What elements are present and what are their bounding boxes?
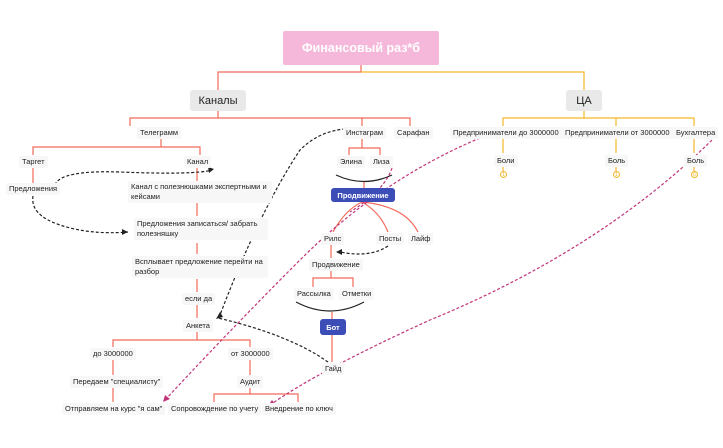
node-instagram: Инстаграм (343, 127, 387, 139)
pain-marker-1: 1 (500, 171, 507, 178)
node-vsplyvaet: Всплывает предложение перейти на разбор (132, 256, 268, 278)
node-soprovozhdenie: Сопровождение по учету (168, 403, 262, 415)
node-telegram: Телеграмм (137, 127, 182, 139)
node-boli: Боли (494, 155, 518, 167)
diagram-title: Финансовый раз*б (283, 31, 439, 65)
node-liza: Лиза (370, 156, 393, 168)
node-esli-da: если да (182, 293, 216, 305)
ot-branch-line (213, 359, 299, 402)
node-peredaem: Передаем "специалисту" (70, 376, 164, 388)
node-target: Таргет (19, 156, 48, 168)
node-rassylka: Рассылка (294, 288, 334, 300)
predlozheniya-loop-arrow (32, 195, 129, 234)
node-pr-ot: Предприниматели от 3000000 (562, 127, 673, 139)
node-pr-do: Предприниматели до 3000000 (450, 127, 562, 139)
node-otmetki: Отметки (339, 288, 375, 300)
pill-prodvizhenie: Продвижение (331, 188, 395, 202)
telegram-branch-line (32, 138, 201, 155)
instagram-branch-line (348, 138, 381, 155)
node-buh: Бухгалтера (673, 127, 719, 139)
buh-to-support-arrow (269, 139, 713, 406)
node-elina: Элина (337, 156, 366, 168)
prodvizhenie-branch-line (312, 270, 354, 287)
sarafan-to-course-arrow (164, 137, 481, 401)
node-vnedrenie: Внедрение по ключ (262, 403, 336, 415)
node-gaid: Гайд (322, 363, 345, 375)
node-prodvizhenie: Продвижение (309, 259, 363, 271)
node-rils: Рилс (321, 233, 345, 245)
node-do-3000000: до 3000000 (90, 348, 136, 360)
node-audit: Аудит (237, 376, 264, 388)
node-laif: Лайф (408, 233, 434, 245)
node-predlozheniya-zapisatsya: Предложения записаться/ забрать полезняш… (134, 218, 268, 240)
gaid-to-anketa-arrow (217, 317, 329, 363)
node-bol-1: Боль (605, 155, 629, 167)
title-to-ca-line (361, 71, 585, 90)
arrowhead-4 (336, 249, 342, 255)
elina-liza-brace (335, 174, 393, 183)
node-ot-3000000: от 3000000 (228, 348, 273, 360)
title-to-channels-line (217, 65, 362, 90)
channels-branch-line (129, 111, 411, 126)
pain-marker-2: 1 (613, 171, 620, 178)
node-kanal-cases: Канал с полезнюшками экспертными и кейса… (128, 181, 272, 203)
node-sarafan: Сарафан (394, 127, 433, 139)
arrowhead-2 (208, 167, 214, 173)
node-predlozheniya: Предложения (6, 183, 61, 195)
arrowhead-1 (122, 229, 128, 235)
section-ca: ЦА (566, 90, 602, 111)
rassylka-otmetki-brace (295, 301, 365, 312)
ca-branch-line (502, 111, 695, 126)
section-channels: Каналы (190, 90, 246, 111)
ca-children-line (502, 138, 695, 171)
node-kanal: Канал (184, 156, 212, 168)
instagram-to-anketa-arrow (219, 127, 381, 316)
node-anketa: Анкета (183, 320, 213, 332)
rils-loop-arrow (339, 245, 389, 255)
arrowhead-5 (163, 395, 170, 402)
node-posty: Посты (376, 233, 405, 245)
anketa-branch-line (112, 331, 251, 347)
arrowhead-3 (216, 312, 223, 319)
pill-branch-line (332, 201, 419, 233)
pill-bot: Бот (320, 319, 346, 335)
node-otpravlyaem: Отправляем на курс "я сам" (62, 403, 166, 415)
pain-marker-3: 6 (691, 171, 698, 178)
predlozheniya-to-kanal-arrow (54, 169, 213, 186)
node-bol-2: Боль (684, 155, 708, 167)
